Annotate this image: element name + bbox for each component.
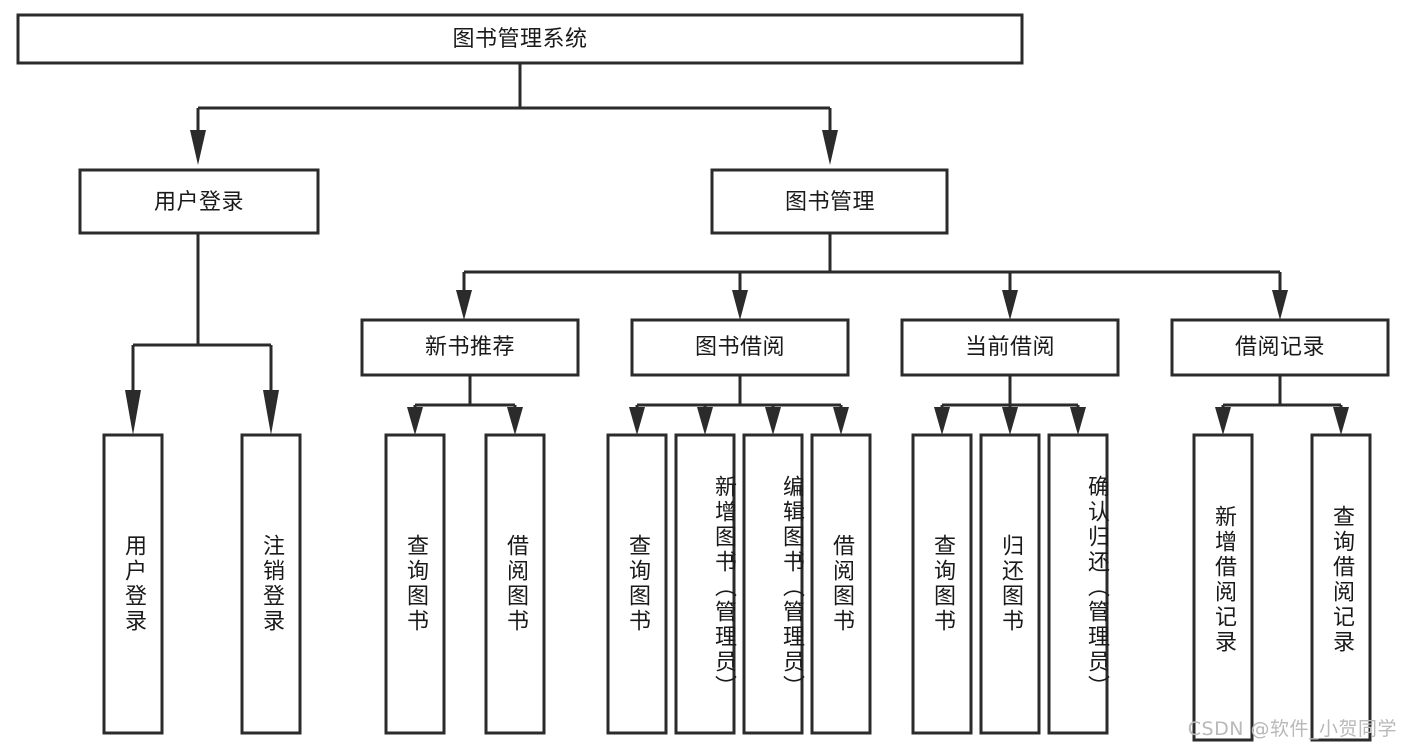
node-leaf-add-book[interactable] — [674, 433, 736, 735]
arrow-leaf-add-book — [697, 407, 713, 435]
node-book-borrow-label: 图书借阅 — [695, 335, 785, 360]
arrow-leaf-edit-book — [765, 407, 781, 435]
csdn-watermark: CSDN @软件_小贺同学 — [1187, 718, 1397, 740]
arrow-newbook-rec — [456, 290, 472, 320]
connector-userlogin-to-leaves — [125, 233, 279, 435]
node-book-manage[interactable] — [710, 168, 949, 235]
node-new-book-rec-label: 新书推荐 — [425, 335, 515, 360]
arrow-book-borrow — [732, 290, 748, 320]
arrow-leaf-add-record — [1215, 407, 1231, 435]
connector-bookborrow-to-leaves — [629, 375, 849, 435]
node-leaf-edit-book[interactable] — [742, 433, 804, 735]
arrow-leaf-query-book-2 — [629, 407, 645, 435]
node-book-borrow[interactable] — [630, 318, 850, 377]
arrow-leaf-borrow-book-2 — [833, 407, 849, 435]
arrow-leaf-query-book-3 — [934, 407, 950, 435]
arrow-book-manage — [822, 130, 838, 165]
arrow-borrow-record — [1272, 290, 1288, 320]
node-leaf-user-login[interactable] — [102, 433, 164, 735]
connector-borrowrecord-to-leaves — [1215, 375, 1349, 435]
arrow-leaf-return-book — [1002, 407, 1018, 435]
node-user-login[interactable] — [78, 168, 320, 235]
arrow-leaf-borrow-book-1 — [507, 407, 523, 435]
node-leaf-add-record[interactable] — [1192, 433, 1254, 742]
arrow-user-login — [190, 130, 206, 165]
arrow-leaf-query-record — [1333, 407, 1349, 435]
node-current-borrow-label: 当前借阅 — [965, 335, 1055, 360]
connector-bookmanage-to-level2 — [456, 233, 1288, 320]
arrow-leaf-query-book-1 — [407, 407, 423, 435]
arrow-leaf-logout — [263, 390, 279, 435]
connector-root-to-level1 — [190, 63, 838, 165]
node-borrow-record[interactable] — [1170, 318, 1390, 377]
connector-newbook-to-leaves — [407, 375, 523, 435]
node-leaf-query-book-1[interactable] — [384, 433, 446, 735]
node-leaf-query-record[interactable] — [1310, 433, 1372, 742]
node-leaf-borrow-book-1[interactable] — [484, 433, 546, 735]
node-leaf-query-book-3[interactable] — [911, 433, 973, 735]
node-leaf-borrow-book-2[interactable] — [810, 433, 872, 735]
node-root[interactable] — [16, 13, 1024, 65]
node-user-login-label: 用户登录 — [154, 190, 244, 215]
node-leaf-return-book[interactable] — [979, 433, 1041, 735]
arrow-leaf-confirm-return — [1070, 407, 1086, 435]
arrow-leaf-user-login — [125, 390, 141, 435]
node-leaf-logout[interactable] — [240, 433, 302, 735]
node-leaf-confirm-return[interactable] — [1047, 433, 1109, 735]
node-new-book-rec[interactable] — [360, 318, 580, 377]
node-leaf-query-book-2[interactable] — [606, 433, 668, 735]
connector-currentborrow-to-leaves — [934, 375, 1086, 435]
node-book-manage-label: 图书管理 — [785, 190, 875, 215]
node-root-label: 图书管理系统 — [452, 27, 587, 52]
node-current-borrow[interactable] — [900, 318, 1120, 377]
node-borrow-record-label: 借阅记录 — [1235, 335, 1325, 360]
arrow-current-borrow — [1002, 290, 1018, 320]
